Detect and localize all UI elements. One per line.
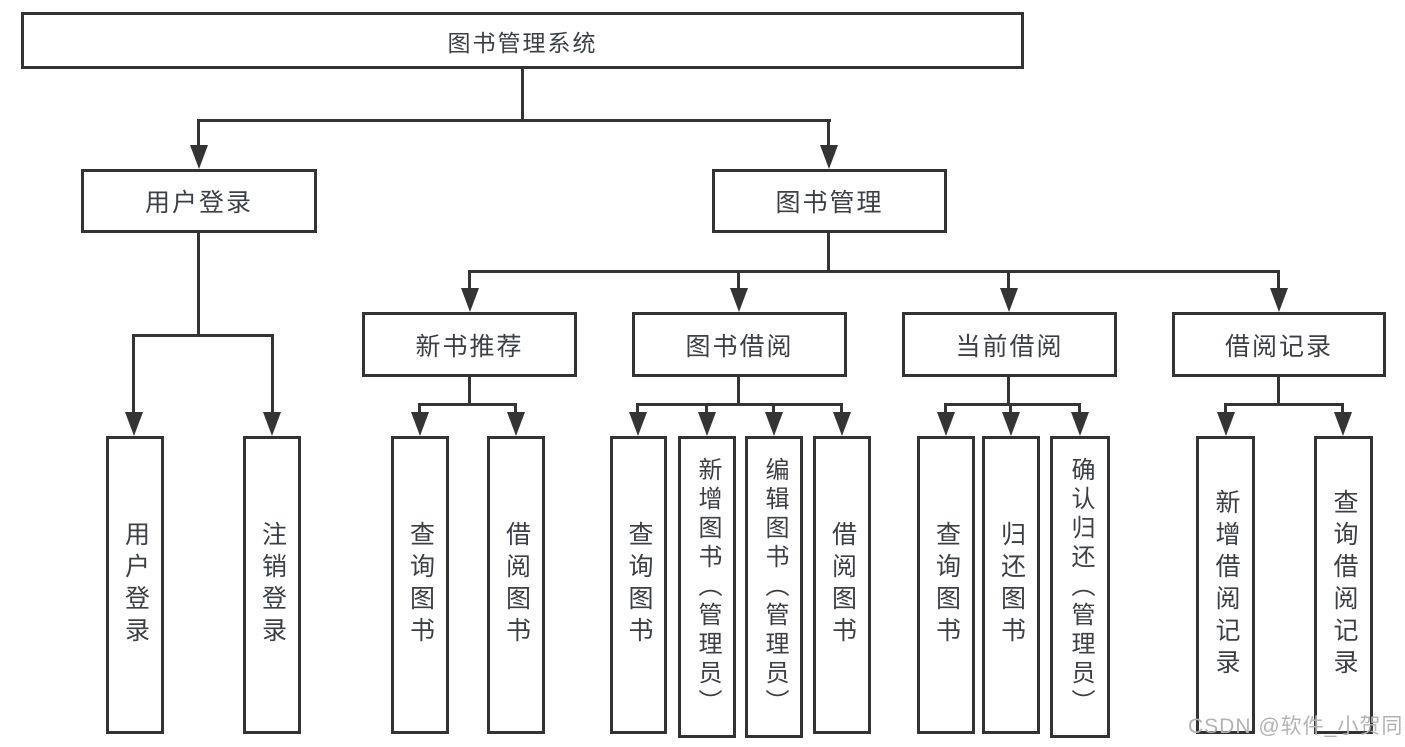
connector-bb-edit-stem <box>772 403 775 415</box>
leaf-cb-return-book-label: 归还图书 <box>997 521 1026 649</box>
connector-nbr-drop <box>468 377 471 405</box>
connector-cb-drop <box>1007 377 1010 405</box>
leaf-cb-query-book-label: 查询图书 <box>932 521 961 649</box>
node-new-book-recommend-label: 新书推荐 <box>415 332 524 361</box>
arrow-bb-borrow-book <box>833 412 851 436</box>
node-root: 图书管理系统 <box>21 12 1024 69</box>
node-current-borrow: 当前借阅 <box>902 312 1117 377</box>
connector-new-book-stem <box>468 270 471 290</box>
connector-level2-hline <box>197 119 831 122</box>
connector-br-hline <box>1224 403 1344 406</box>
node-borrow-records: 借阅记录 <box>1172 312 1386 377</box>
leaf-logout-login-label: 注销登录 <box>258 521 287 649</box>
arrow-book-borrow <box>730 288 748 312</box>
leaf-nbr-query-book-label: 查询图书 <box>406 521 435 649</box>
connector-bb-query-stem <box>636 403 639 415</box>
connector-level3-hline <box>468 270 1280 273</box>
arrow-br-add-record <box>1217 412 1235 436</box>
arrow-cb-return-book <box>1002 412 1020 436</box>
node-root-label: 图书管理系统 <box>447 29 598 56</box>
arrow-bb-edit-book <box>765 412 783 436</box>
leaf-cb-return-book: 归还图书 <box>982 436 1040 734</box>
leaf-bb-borrow-book-label: 借阅图书 <box>828 521 857 649</box>
arrow-cb-query-book <box>937 412 955 436</box>
node-new-book-recommend: 新书推荐 <box>362 312 577 377</box>
node-borrow-records-label: 借阅记录 <box>1224 332 1333 361</box>
connector-leaf-logout-stem <box>271 334 274 414</box>
node-book-borrow-label: 图书借阅 <box>685 332 794 361</box>
connector-current-borrow-stem <box>1007 270 1010 290</box>
arrow-book-management <box>820 145 838 169</box>
connector-user-login-hline <box>132 334 274 337</box>
connector-book-management-stem <box>827 119 830 147</box>
arrow-br-query-record <box>1334 412 1352 436</box>
leaf-nbr-borrow-book-label: 借阅图书 <box>502 521 531 649</box>
connector-nbr-query-stem <box>418 403 421 415</box>
arrow-new-book-recommend <box>461 288 479 312</box>
csdn-watermark: CSDN @软件_小贺同学 <box>1188 715 1405 738</box>
leaf-nbr-borrow-book: 借阅图书 <box>487 436 545 734</box>
leaf-bb-add-book: 新增图书（管理员） <box>678 436 736 738</box>
connector-bb-borrow-stem <box>840 403 843 415</box>
connector-user-login-stem <box>197 119 200 147</box>
connector-br-drop <box>1277 377 1280 405</box>
arrow-nbr-borrow-book <box>507 412 525 436</box>
connector-br-query-stem <box>1341 403 1344 415</box>
leaf-br-add-record-label: 新增借阅记录 <box>1212 489 1240 681</box>
node-current-borrow-label: 当前借阅 <box>955 332 1064 361</box>
leaf-bb-add-book-label: 新增图书（管理员） <box>694 456 721 718</box>
arrow-borrow-records <box>1270 288 1288 312</box>
arrow-bb-query-book <box>629 412 647 436</box>
node-user-login: 用户登录 <box>81 169 317 233</box>
connector-user-login-drop <box>197 233 200 336</box>
arrow-bb-add-book <box>698 412 716 436</box>
arrow-nbr-query-book <box>411 412 429 436</box>
connector-cb-query-stem <box>944 403 947 415</box>
leaf-user-login: 用户登录 <box>106 436 164 734</box>
connector-cb-hline <box>944 403 1081 406</box>
node-book-borrow: 图书借阅 <box>632 312 847 377</box>
connector-leaf-user-login-stem <box>132 334 135 414</box>
arrow-leaf-logout <box>263 412 281 436</box>
connector-bb-drop <box>737 377 740 405</box>
arrow-cb-confirm-return <box>1071 412 1089 436</box>
leaf-cb-query-book: 查询图书 <box>917 436 975 734</box>
connector-root-drop <box>521 69 524 121</box>
node-book-management: 图书管理 <box>712 169 947 233</box>
leaf-bb-query-book-label: 查询图书 <box>625 521 653 649</box>
leaf-user-login-label: 用户登录 <box>121 521 150 649</box>
node-book-management-label: 图书管理 <box>775 189 884 217</box>
leaf-bb-edit-book: 编辑图书（管理员） <box>745 436 803 738</box>
arrow-current-borrow <box>1000 288 1018 312</box>
connector-nbr-borrow-stem <box>514 403 517 415</box>
leaf-nbr-query-book: 查询图书 <box>391 436 449 734</box>
leaf-br-query-record-label: 查询借阅记录 <box>1330 489 1358 681</box>
leaf-bb-edit-book-label: 编辑图书（管理员） <box>761 456 788 718</box>
connector-nbr-hline <box>418 403 517 406</box>
connector-book-management-drop <box>827 233 830 272</box>
arrow-user-login <box>190 145 208 169</box>
connector-bb-hline <box>636 403 842 406</box>
connector-cb-confirm-stem <box>1078 403 1081 415</box>
leaf-br-query-record: 查询借阅记录 <box>1314 436 1373 734</box>
node-user-login-label: 用户登录 <box>144 189 253 217</box>
connector-cb-return-stem <box>1009 403 1012 415</box>
connector-bb-add-stem <box>705 403 708 415</box>
leaf-logout-login: 注销登录 <box>243 436 301 734</box>
connector-book-borrow-stem <box>737 270 740 290</box>
arrow-leaf-user-login <box>125 412 143 436</box>
leaf-cb-confirm-return-label: 确认归还（管理员） <box>1067 456 1094 718</box>
leaf-bb-query-book: 查询图书 <box>610 436 667 734</box>
connector-borrow-records-stem <box>1277 270 1280 290</box>
leaf-cb-confirm-return: 确认归还（管理员） <box>1050 436 1110 738</box>
leaf-br-add-record: 新增借阅记录 <box>1196 436 1255 734</box>
connector-br-add-stem <box>1224 403 1227 415</box>
leaf-bb-borrow-book: 借阅图书 <box>813 436 871 734</box>
